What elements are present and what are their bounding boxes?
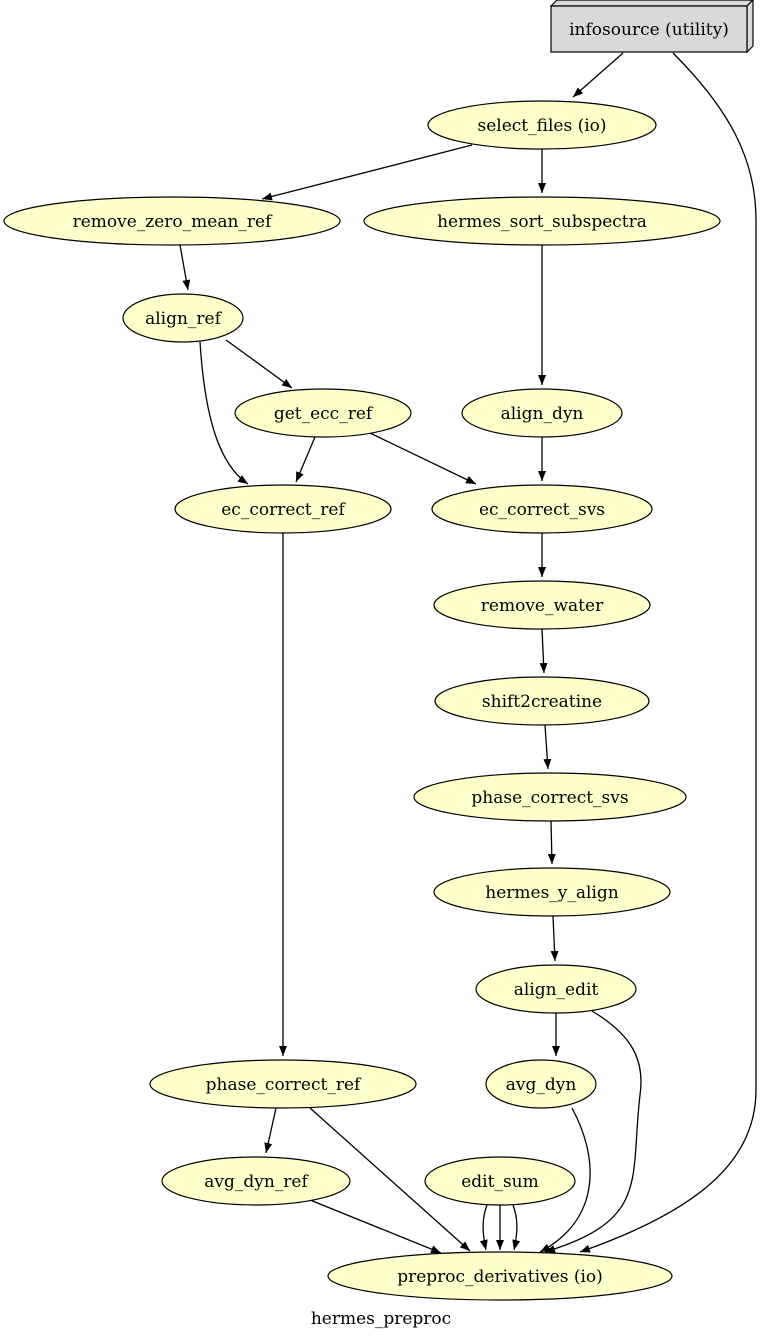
node-label: avg_dyn_ref	[204, 1172, 309, 1192]
graph-title: hermes_preproc	[311, 1309, 451, 1329]
node-label: hermes_y_align	[485, 883, 619, 903]
edge-get-ecc-ref-to-ec-correct-ref	[295, 436, 316, 483]
node-ec-correct-ref: ec_correct_ref	[174, 484, 392, 534]
node-avg-dyn: avg_dyn	[485, 1059, 597, 1109]
edge-get-ecc-ref-to-ec-correct-svs	[369, 432, 477, 485]
edge-remove-zero-mean-ref-to-align-ref	[179, 244, 191, 291]
node-label: avg_dyn	[506, 1075, 577, 1095]
node-hermes-y-align: hermes_y_align	[433, 867, 671, 917]
edge-align-edit-to-preproc-derivatives	[544, 1010, 642, 1253]
node-align-dyn: align_dyn	[461, 388, 623, 438]
node-select-files: select_files (io)	[427, 100, 657, 150]
node-shift2creatine: shift2creatine	[434, 676, 650, 726]
edge-align-ref-to-get-ecc-ref	[225, 339, 293, 389]
edge-infosource-to-preproc-derivatives	[579, 52, 757, 1253]
edge-align-ref-to-ec-correct-ref	[199, 341, 249, 485]
node-label: get_ecc_ref	[274, 404, 374, 424]
node-label: remove_zero_mean_ref	[73, 212, 274, 232]
edges-layer	[179, 52, 757, 1254]
node-phase-correct-ref: phase_correct_ref	[149, 1059, 417, 1109]
node-label: ec_correct_ref	[221, 500, 346, 520]
node-label: align_dyn	[501, 404, 584, 424]
edge-avg-dyn-to-preproc-derivatives	[309, 1199, 442, 1254]
node-phase-correct-svs: phase_correct_svs	[413, 772, 687, 822]
edge-hermes-y-align-to-align-edit	[550, 915, 559, 962]
node-label: phase_correct_svs	[471, 788, 628, 808]
edge-infosource-to-select-files	[572, 52, 624, 98]
node-label: infosource (utility)	[569, 20, 729, 40]
edge-select-files-to-remove-zero-mean-ref	[261, 144, 473, 201]
edge-phase-correct-ref-to-preproc-derivatives	[309, 1107, 471, 1252]
edge-avg-dyn-ref-to-preproc-derivatives	[479, 1204, 488, 1251]
node-label: align_ref	[145, 309, 223, 329]
node-edit-sum: edit_sum	[424, 1156, 576, 1206]
nodes-layer: infosource (utility) select_files (io) rem…	[3, 0, 754, 1301]
node-label: shift2creatine	[482, 692, 602, 712]
edge-edit-sum-to-preproc-derivatives	[512, 1204, 521, 1251]
node-label: preproc_derivatives (io)	[397, 1267, 603, 1287]
node-align-edit: align_edit	[475, 964, 637, 1014]
edge-avg-dyn-to-edit-sum	[539, 1107, 591, 1253]
node-remove-water: remove_water	[433, 580, 651, 630]
edge-phase-correct-ref-to-avg-dyn-ref	[264, 1107, 277, 1154]
node-hermes-sort-subspectra: hermes_sort_subspectra	[363, 196, 721, 246]
node-align-ref: align_ref	[122, 293, 244, 343]
node-ec-correct-svs: ec_correct_svs	[431, 484, 653, 534]
edge-phase-correct-svs-to-hermes-y-align	[547, 820, 556, 865]
node-infosource: infosource (utility)	[549, 0, 754, 54]
node-preproc-derivatives: preproc_derivatives (io)	[327, 1251, 673, 1301]
node-label: remove_water	[481, 596, 604, 616]
node-remove-zero-mean-ref: remove_zero_mean_ref	[3, 196, 341, 246]
node-label: phase_correct_ref	[206, 1075, 362, 1095]
node-label: align_edit	[514, 980, 599, 1000]
node-label: hermes_sort_subspectra	[437, 212, 647, 232]
node-avg-dyn-ref: avg_dyn_ref	[161, 1156, 351, 1206]
node-label: edit_sum	[461, 1172, 539, 1192]
edge-remove-water-to-shift2creatine	[539, 628, 548, 674]
edge-shift2creatine-to-phase-correct-svs	[543, 724, 552, 770]
node-label: select_files (io)	[477, 116, 606, 136]
node-label: ec_correct_svs	[479, 500, 605, 520]
node-get-ecc-ref: get_ecc_ref	[234, 388, 412, 438]
